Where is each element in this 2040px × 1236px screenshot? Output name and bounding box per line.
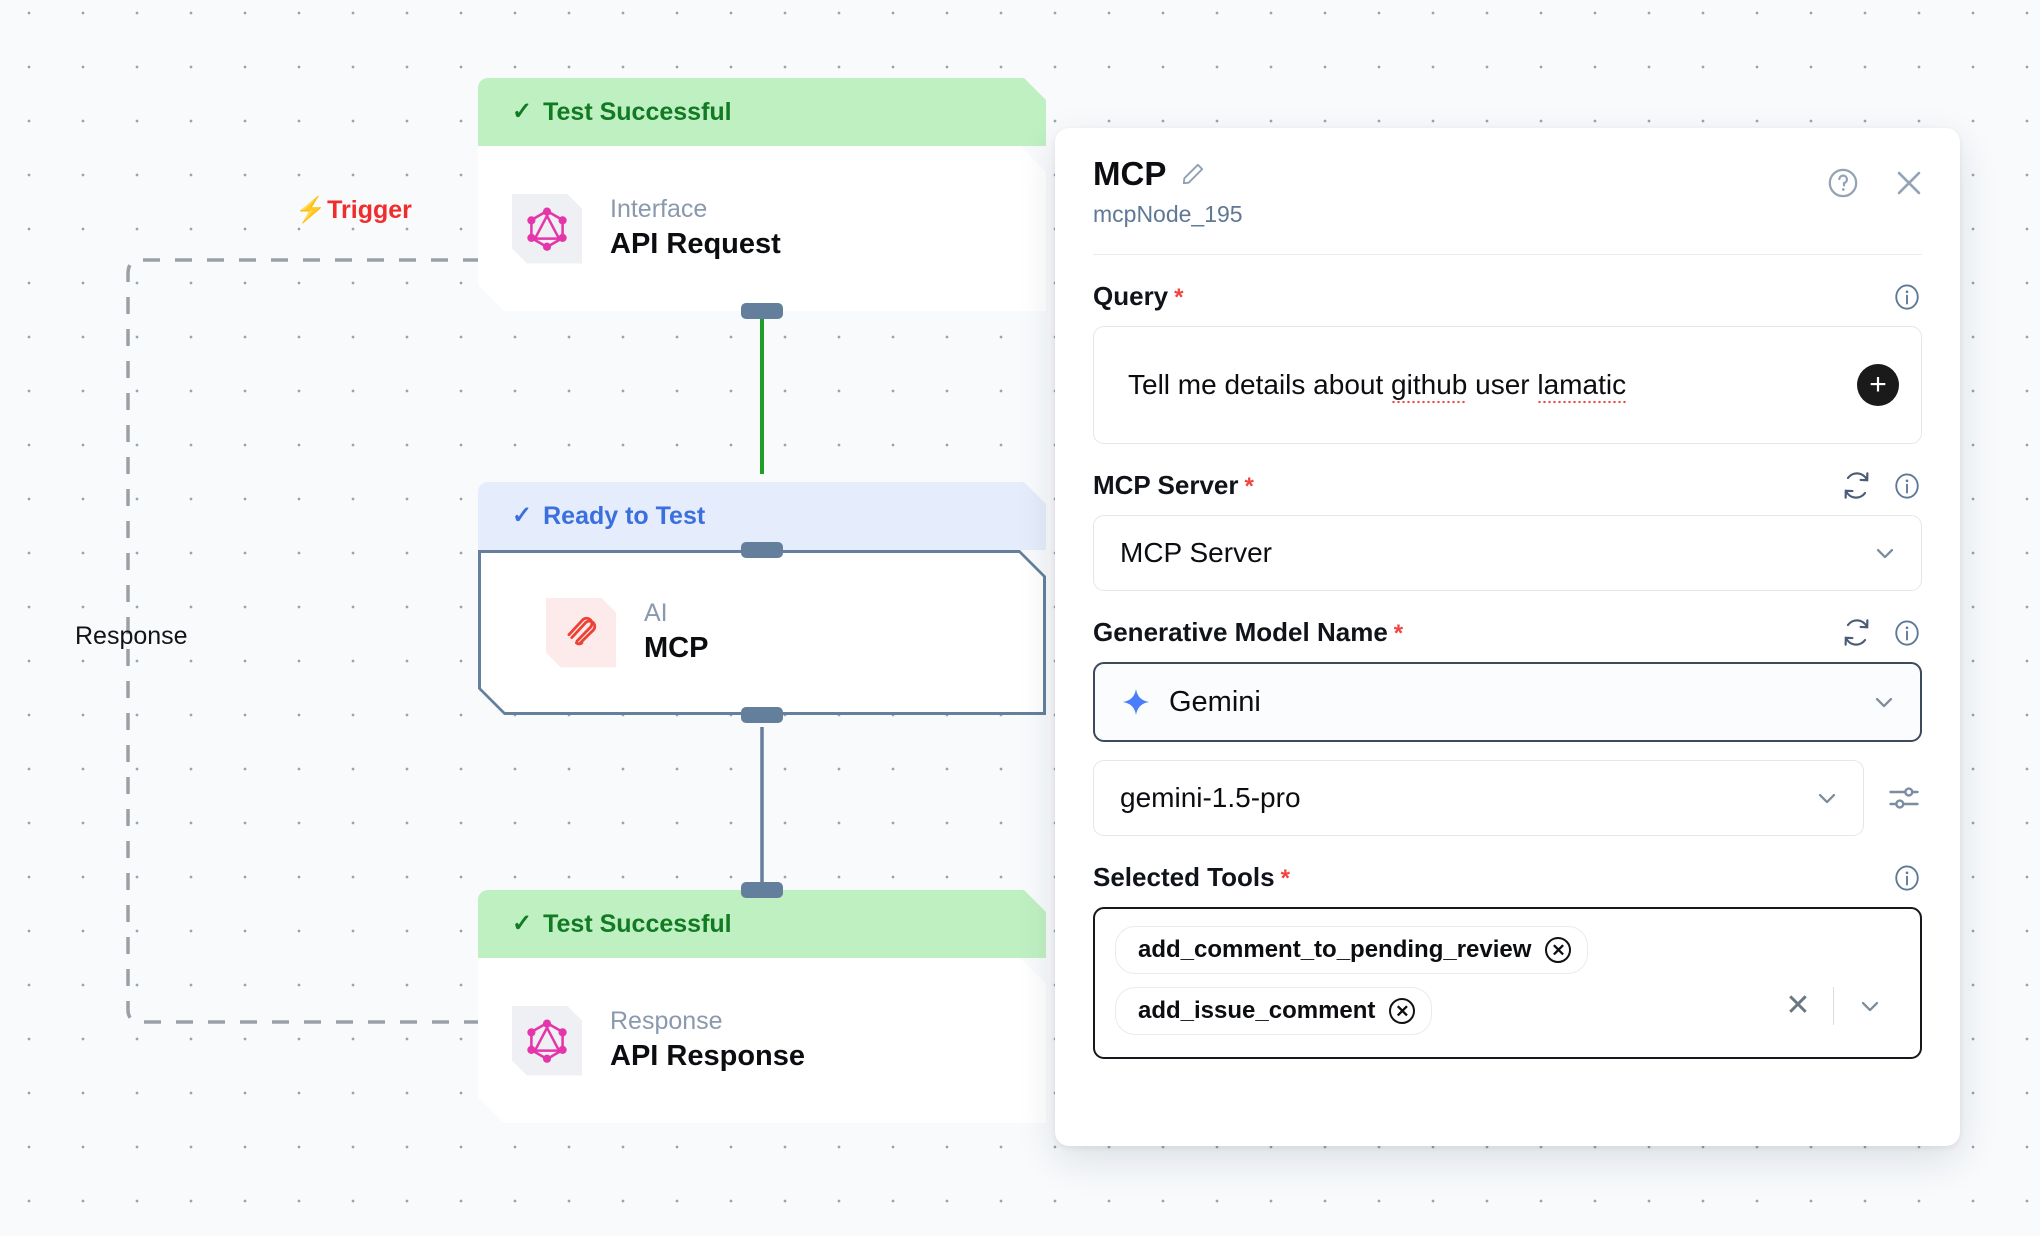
node-id-label: mcpNode_195 xyxy=(1093,201,1243,228)
node-body[interactable]: Response API Response xyxy=(478,958,1046,1123)
check-icon: ✓ xyxy=(512,910,533,937)
graphql-icon xyxy=(512,1006,582,1076)
info-circle-icon[interactable] xyxy=(1892,282,1922,312)
field-label-text: Selected Tools xyxy=(1093,862,1275,893)
node-status-text: Ready to Test xyxy=(543,501,706,530)
model-name-value: gemini-1.5-pro xyxy=(1120,782,1301,814)
node-output-handle[interactable] xyxy=(741,707,783,723)
field-selected-tools: Selected Tools * add_co xyxy=(1093,862,1922,1060)
mcp-server-value: MCP Server xyxy=(1120,537,1272,569)
model-provider-value: Gemini xyxy=(1169,685,1261,718)
mcp-config-panel[interactable]: MCP mcpNode_195 xyxy=(1055,128,1960,1146)
mcp-paperclip-icon xyxy=(546,598,616,668)
node-status-badge: ✓ Test Successful xyxy=(478,78,1046,146)
node-api-request[interactable]: ✓ Test Successful Interface API Request xyxy=(478,78,1046,319)
required-marker: * xyxy=(1174,284,1184,312)
node-status-badge: ✓ Test Successful xyxy=(478,890,1046,958)
node-output-handle[interactable] xyxy=(741,303,783,319)
node-kind-label: Response xyxy=(610,1006,723,1035)
check-icon: ✓ xyxy=(512,98,533,125)
node-title-label: API Request xyxy=(610,228,781,261)
node-kind-label: AI xyxy=(644,598,668,627)
close-icon[interactable] xyxy=(1892,166,1926,200)
node-status-text: Test Successful xyxy=(543,909,732,938)
selected-tools-input[interactable]: add_comment_to_pending_review ✕ add_issu… xyxy=(1093,907,1922,1060)
info-circle-icon[interactable] xyxy=(1892,863,1922,893)
refresh-icon[interactable] xyxy=(1841,470,1872,501)
field-label-text: Generative Model Name xyxy=(1093,617,1388,648)
pencil-icon[interactable] xyxy=(1180,161,1206,187)
refresh-icon[interactable] xyxy=(1841,617,1872,648)
add-variable-button[interactable]: + xyxy=(1857,364,1899,407)
panel-divider xyxy=(1093,254,1922,256)
node-api-response[interactable]: ✓ Test Successful Response API Response xyxy=(478,882,1046,1123)
remove-chip-icon[interactable]: ✕ xyxy=(1545,937,1572,964)
field-query: Query * Tell me details about github use… xyxy=(1093,281,1922,445)
sliders-icon[interactable] xyxy=(1886,780,1922,816)
gemini-sparkle-icon xyxy=(1121,687,1151,717)
info-circle-icon[interactable] xyxy=(1892,471,1922,501)
panel-header: MCP mcpNode_195 xyxy=(1055,128,1960,228)
check-icon: ✓ xyxy=(512,502,533,529)
required-marker: * xyxy=(1244,473,1254,501)
mcp-server-select[interactable]: MCP Server xyxy=(1093,515,1922,592)
tool-chip-label: add_comment_to_pending_review xyxy=(1138,936,1532,964)
tool-chip[interactable]: add_comment_to_pending_review ✕ xyxy=(1115,926,1589,975)
field-generative-model-name: Generative Model Name * xyxy=(1093,617,1922,837)
chevron-down-icon[interactable] xyxy=(1813,784,1841,812)
help-circle-icon[interactable] xyxy=(1826,166,1860,200)
model-name-select[interactable]: gemini-1.5-pro xyxy=(1093,760,1864,837)
query-input[interactable]: Tell me details about github user lamati… xyxy=(1093,326,1922,445)
page-title: MCP xyxy=(1093,155,1167,192)
clear-all-icon[interactable]: ✕ xyxy=(1785,989,1811,1023)
info-circle-icon[interactable] xyxy=(1892,618,1922,648)
query-value: Tell me details about github user lamati… xyxy=(1128,369,1627,401)
chevron-down-icon[interactable] xyxy=(1870,688,1898,716)
node-body[interactable]: AI MCP xyxy=(478,550,1046,715)
response-label: Response xyxy=(75,622,188,650)
lightning-bolt-icon: ⚡ xyxy=(295,196,327,224)
node-body[interactable]: Interface API Request xyxy=(478,146,1046,311)
node-input-handle[interactable] xyxy=(741,882,783,898)
field-label-text: Query xyxy=(1093,281,1169,312)
required-marker: * xyxy=(1393,620,1404,648)
node-title-label: MCP xyxy=(644,632,709,665)
divider xyxy=(1832,987,1834,1026)
model-provider-select[interactable]: Gemini xyxy=(1093,662,1922,743)
required-marker: * xyxy=(1280,865,1290,893)
field-label-text: MCP Server xyxy=(1093,470,1239,501)
chevron-down-icon[interactable] xyxy=(1871,539,1899,567)
node-input-handle[interactable] xyxy=(741,542,783,558)
graphql-icon xyxy=(512,194,582,264)
trigger-label: ⚡ Trigger xyxy=(295,196,412,225)
node-kind-label: Interface xyxy=(610,194,708,223)
tool-chip[interactable]: add_issue_comment ✕ xyxy=(1115,987,1433,1036)
tool-chip-label: add_issue_comment xyxy=(1138,997,1376,1025)
node-mcp[interactable]: ✓ Ready to Test AI MCP xyxy=(478,482,1046,723)
remove-chip-icon[interactable]: ✕ xyxy=(1389,998,1416,1025)
node-status-badge: ✓ Ready to Test xyxy=(478,482,1046,550)
chevron-down-icon[interactable] xyxy=(1834,992,1900,1020)
trigger-label-text: Trigger xyxy=(327,196,412,224)
node-status-text: Test Successful xyxy=(543,97,732,126)
node-title-label: API Response xyxy=(610,1040,805,1073)
field-mcp-server: MCP Server * xyxy=(1093,470,1922,592)
